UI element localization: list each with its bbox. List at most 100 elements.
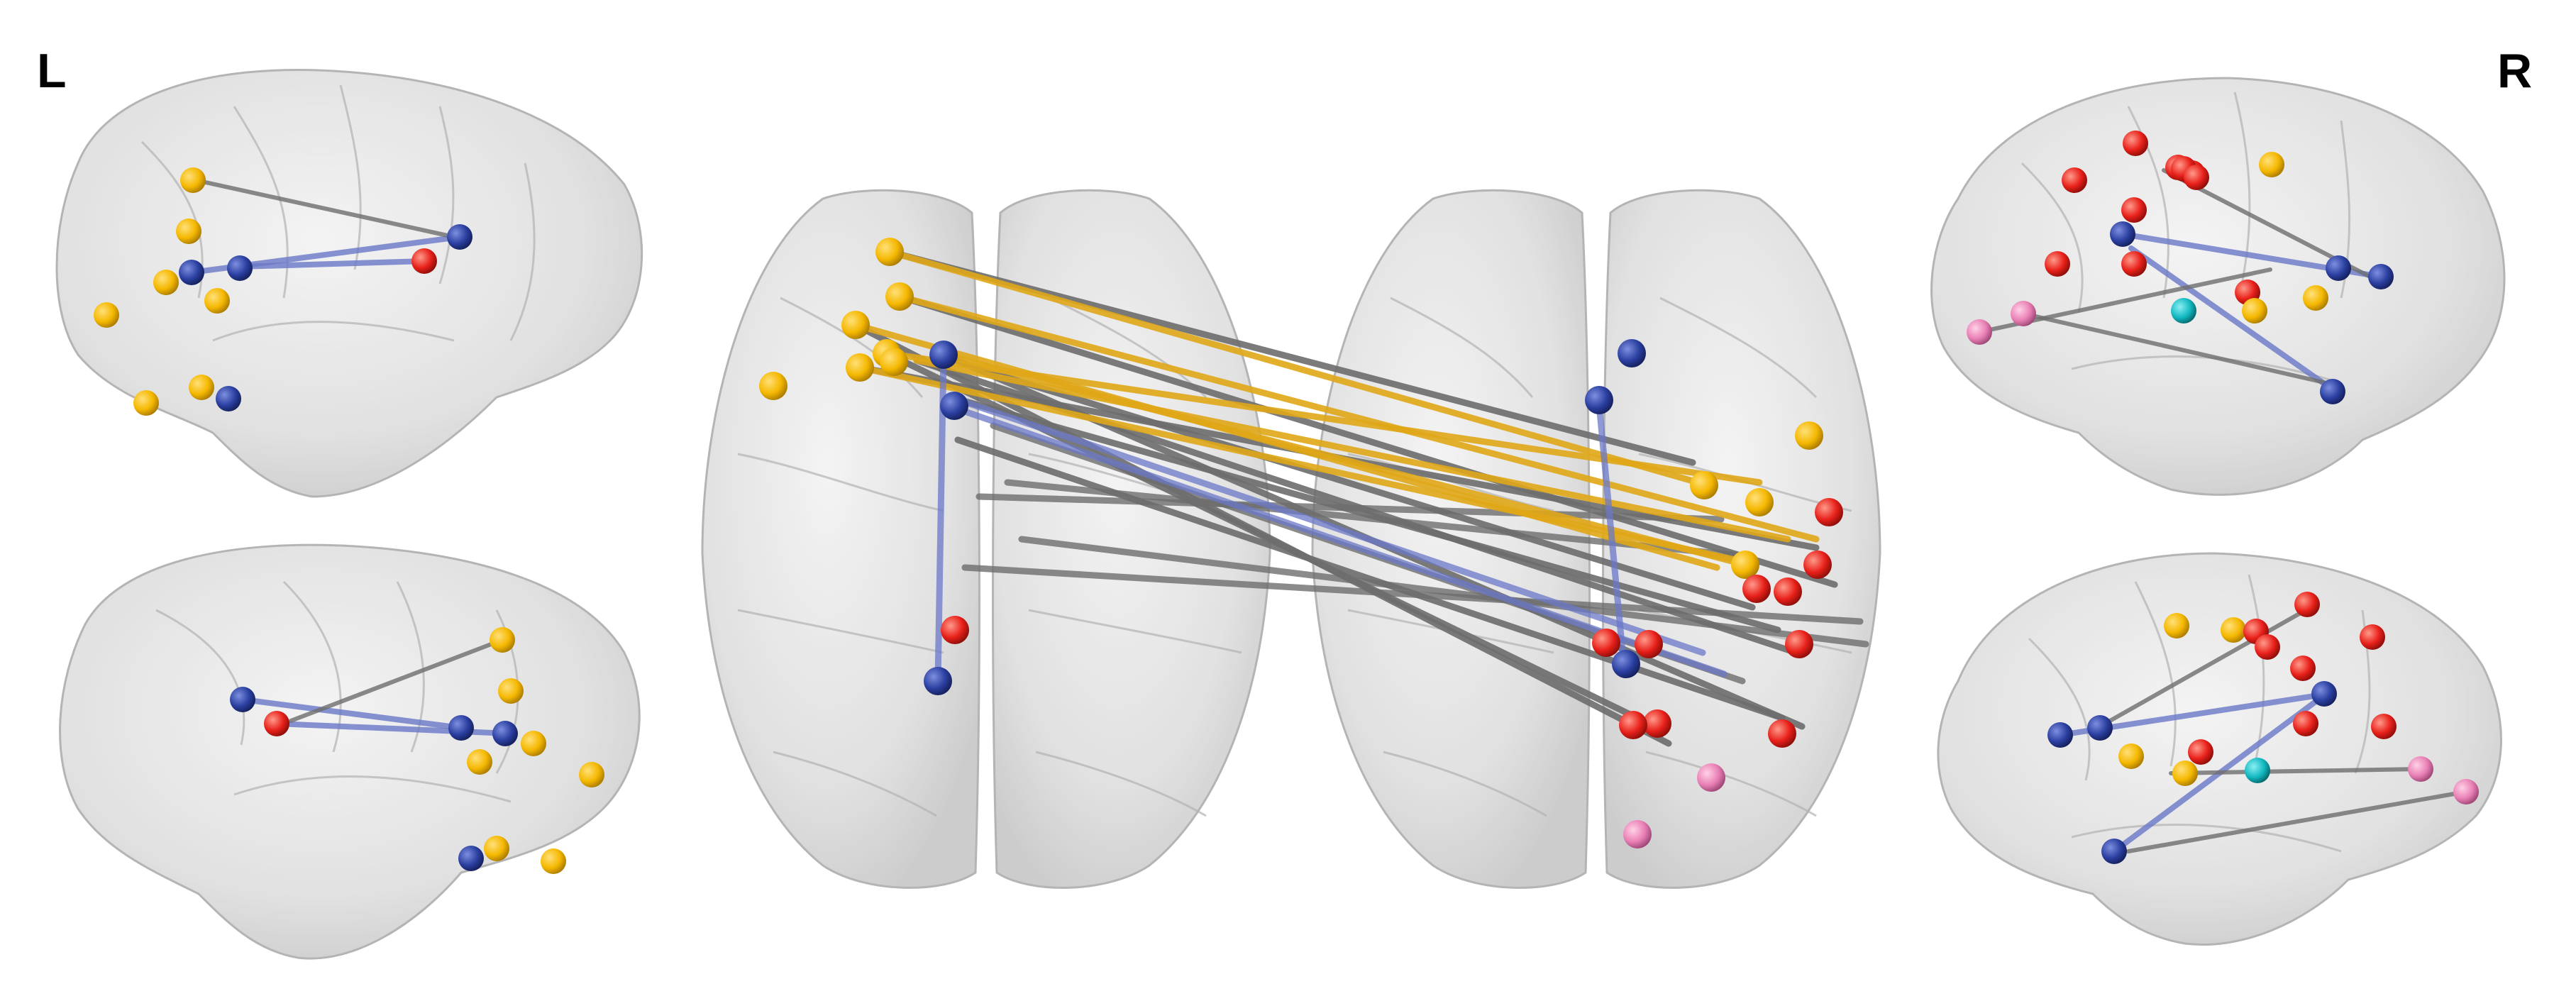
red-node [1803, 551, 1832, 579]
edge-med-r-gray [2126, 790, 2468, 853]
red-node [2360, 624, 2385, 650]
red-node [1619, 711, 1647, 739]
brain-right-lateral [1930, 77, 2506, 496]
yellow-node [2118, 743, 2144, 769]
blue-node [2311, 681, 2337, 707]
blue-node [2320, 379, 2345, 404]
edge-lat-r-blue [2128, 245, 2338, 394]
blue-node [2087, 715, 2113, 741]
edge-axial-blue [947, 394, 1706, 656]
blue-node [458, 846, 484, 871]
yellow-node [2259, 152, 2284, 177]
left-hemisphere-label: L [37, 44, 67, 98]
edge-axial-yellow [852, 321, 1720, 571]
blue-node [924, 667, 952, 695]
red-node [1592, 629, 1620, 657]
yellow-node [133, 390, 159, 416]
edge-axial-gray [896, 293, 1838, 588]
red-node [2371, 714, 2397, 739]
yellow-node [498, 678, 524, 704]
edge-med-r-gray [2169, 767, 2423, 775]
red-node [1774, 577, 1802, 606]
yellow-node [1795, 421, 1823, 450]
red-node [2294, 592, 2320, 617]
pink-node [1967, 319, 1992, 345]
red-node [941, 616, 969, 644]
red-node [1785, 630, 1813, 658]
brain-left-lateral [55, 69, 643, 498]
blue-node [230, 687, 255, 712]
edge-med-l-blue [240, 697, 464, 731]
yellow-node [579, 762, 604, 787]
yellow-node [189, 375, 214, 400]
blue-node [2047, 722, 2073, 748]
red-node [2121, 197, 2147, 223]
edge-lat-l-gray [194, 178, 456, 239]
pink-node [2408, 756, 2433, 782]
blue-node [1612, 650, 1640, 678]
red-node [2255, 634, 2280, 660]
blue-node [448, 715, 474, 741]
edge-axial-blue [961, 408, 1728, 678]
yellow-node [841, 311, 870, 339]
yellow-node [880, 348, 908, 376]
yellow-node [875, 238, 904, 266]
red-node [2121, 251, 2147, 277]
yellow-node [467, 749, 492, 775]
red-node [2184, 165, 2209, 190]
edge-lat-l-blue [237, 258, 429, 270]
blue-node [447, 224, 472, 250]
pink-node [2011, 301, 2036, 326]
yellow-node [2164, 613, 2189, 638]
yellow-node [94, 302, 119, 328]
edge-axial-yellow [896, 293, 1820, 543]
edge-med-r-gray [2098, 608, 2308, 729]
brain-right-medial [1937, 552, 2502, 946]
yellow-node [2303, 285, 2328, 311]
red-node [2062, 167, 2087, 193]
edge-axial-gray [947, 394, 1781, 634]
yellow-node [180, 167, 206, 193]
edge-axial-blue [1596, 401, 1628, 678]
edge-axial-yellow [886, 248, 1706, 487]
red-node [2293, 711, 2318, 736]
blue-node [179, 260, 204, 285]
red-node [2045, 251, 2070, 277]
yellow-node [176, 219, 201, 244]
yellow-node [759, 372, 787, 400]
blue-node [227, 255, 253, 281]
cyan-node [2245, 758, 2270, 783]
blue-node [940, 392, 968, 420]
cyan-node [2171, 298, 2196, 323]
yellow-node [153, 270, 179, 295]
edge-axial-yellow [856, 364, 1742, 564]
yellow-node [1690, 471, 1718, 499]
yellow-node [2221, 617, 2246, 643]
blue-node [216, 386, 241, 411]
yellow-node [846, 353, 874, 382]
yellow-node [204, 288, 230, 314]
blue-node [1618, 339, 1646, 367]
edge-axial-gray [975, 365, 1756, 611]
yellow-node [2242, 298, 2267, 323]
brain-left-medial [59, 543, 641, 960]
yellow-node [1731, 551, 1759, 579]
red-node [1815, 498, 1843, 526]
red-node [2123, 131, 2148, 156]
region-nodes [94, 131, 2479, 874]
yellow-node [490, 627, 515, 653]
blue-node [2110, 221, 2135, 247]
blue-node [492, 721, 518, 746]
blue-node [2101, 839, 2127, 864]
red-node [1768, 719, 1796, 748]
edge-med-l-gray [289, 638, 504, 723]
pink-node [1697, 763, 1725, 792]
pink-node [2453, 779, 2479, 804]
red-node [1635, 630, 1663, 658]
yellow-node [1745, 488, 1774, 516]
connection-edges [189, 168, 2468, 854]
blue-node [929, 341, 958, 369]
blue-node [2326, 255, 2351, 281]
right-hemisphere-label: R [2497, 44, 2533, 98]
